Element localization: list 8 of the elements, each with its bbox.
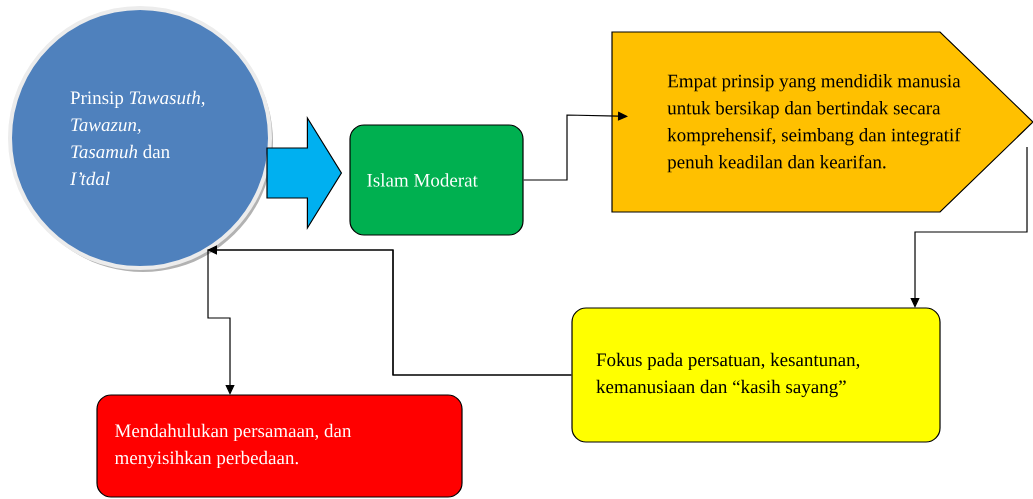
process-box: Mendahulukan persamaan, dan menyisihkan perbedaan.	[96, 394, 463, 498]
pentagon-box: Empat prinsip yang mendidik manusia untuk bersikap dan bertindak secara komprehensif, seimbang dan integratif penuh keadilan dan kearifan.	[611, 31, 1033, 213]
arrow	[207, 249, 572, 395]
arrow	[910, 146, 1028, 308]
arrow	[523, 111, 628, 181]
process-box: Fokus pada persatuan, kesantunan, kemanusiaan dan “kasih sayang”	[571, 307, 941, 443]
process-box: Islam Moderat	[349, 124, 524, 236]
block-arrow	[266, 115, 343, 231]
